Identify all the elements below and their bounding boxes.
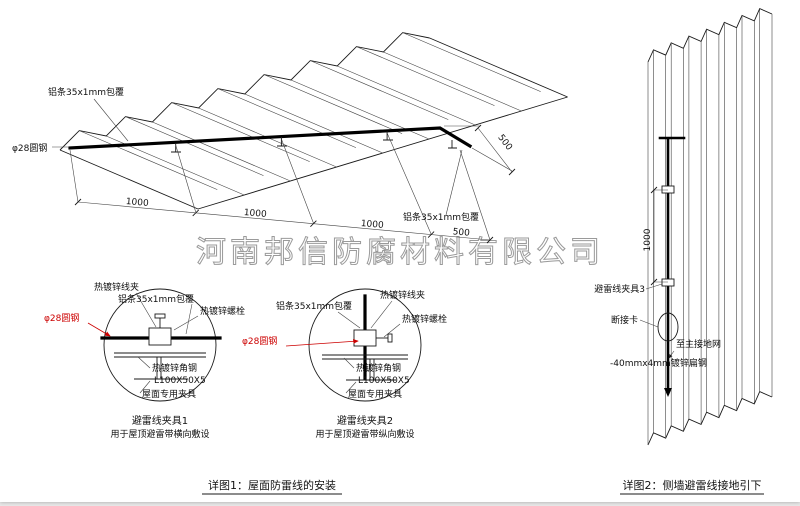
detail2-angle-steel [322,354,408,381]
roof-label-round-steel: φ28圆钢 [12,142,47,154]
wall-corrugation-lines [647,8,773,445]
leader-strip-top [93,98,129,142]
side-dim-ticks [474,124,516,176]
detail1-label-wire-clamp: 热镀锌线夹 [94,281,139,293]
wall-label-to-ground: 至主接地网 [676,338,721,350]
detail2-title: 避雷线夹具2 [337,414,393,427]
leader-strip-right [445,149,463,216]
detail1-leaders [135,292,199,394]
wall-label-disconnect: 断接卡 [611,314,638,326]
detail-circle-1: 热镀锌线夹 铝条35x1mm包覆 热镀锌螺栓 φ28圆钢 热镀锌角钢 L100X… [44,281,245,440]
captions: 详图1：屋面防雷线的安装 详图2：侧墙避雷线接地引下 [202,478,764,495]
leader-to-ground-arrow [668,350,675,359]
dimension-chain-line [77,201,491,241]
roof-label-aluminum-strip-right: 铝条35x1mm包覆 [403,211,479,223]
roof-dim-1000-b: 1000 [243,208,267,220]
detail1-red-leader [87,322,111,337]
wall-label-flat-steel: -40mmx4mm镀锌扁钢 [610,357,707,369]
caption-detail2: 详图2：侧墙避雷线接地引下 [623,478,762,492]
leader-clamp3 [645,283,663,290]
detail1-label-round-steel: φ28圆钢 [44,312,79,324]
detail1-subtitle: 用于屋顶避雷带横向敷设 [110,428,209,440]
detail2-circle-outline [308,288,422,402]
detail2-wire-clamp [353,329,377,347]
detail1-title: 避雷线夹具1 [132,414,188,427]
detail1-label-angle-size: L100X50X5 [154,376,206,386]
detail2-bolt-nut [387,333,393,343]
detail-circle-2: 铝条35x1mm包覆 热镀锌线夹 热镀锌螺栓 φ28圆钢 热镀锌角钢 L100X… [242,288,447,440]
side-dim-lines [444,125,513,173]
detail1-wire-clamp [148,327,172,346]
roof-dim-500: 500 [452,227,470,238]
wall-clamp-lower [661,278,675,287]
detail2-red-leader [285,338,359,347]
wall-down-lead-drawing: 1000 避雷线夹具3 断接卡 至主接地网 -40mmx4mm镀锌扁钢 [594,8,773,446]
conductor-support-brackets [171,131,457,153]
detail1-label-roof-clamp: 屋面专用夹具 [142,388,196,400]
caption-detail1: 详图1：屋面防雷线的安装 [208,478,336,492]
detail2-label-angle-size: L100X50X5 [358,376,410,386]
detail1-angle-steel [114,352,206,380]
wall-clamp-upper [661,185,675,194]
wall-dim-1000: 1000 [643,228,653,251]
roof-dim-1000-a: 1000 [125,197,149,209]
detail2-label-wire-clamp: 热镀锌线夹 [380,289,425,301]
detail2-label-bolt: 热镀锌螺栓 [402,313,447,325]
roof-corrugation-lines [79,32,541,196]
wall-dim-lines [653,189,668,283]
roof-lightning-conductor [68,126,473,150]
roof-dim-1000-c: 1000 [360,219,384,231]
detail2-label-angle-steel: 热镀锌角钢 [356,362,401,374]
wall-label-clamp3: 避雷线夹具3 [594,283,645,295]
detail1-label-bolt: 热镀锌螺栓 [200,305,245,317]
detail1-circle-outline [103,288,217,402]
wall-dim-ticks [650,186,658,286]
roof-dim-side-500: 500 [495,133,514,153]
company-watermark: 河南邦信防腐材料有限公司 [196,235,604,270]
roof-isometric-drawing: 1000 1000 1000 500 500 铝条35x1mm包覆 φ28圆钢 … [12,32,568,244]
roof-label-aluminum-strip-top: 铝条35x1mm包覆 [48,86,124,98]
detail2-leaders [337,300,401,394]
conductor-down-arrow [664,388,672,397]
dimension-ticks [74,198,494,244]
detail1-bolt-nut [154,313,166,319]
wall-down-conductor [658,136,686,390]
wall-profile-edges [647,8,773,446]
detail2-label-roof-clamp: 屋面专用夹具 [348,388,402,400]
detail1-label-angle-steel: 热镀锌角钢 [152,362,197,374]
detail1-label-strip: 铝条35x1mm包覆 [118,293,194,305]
detail2-subtitle: 用于屋顶避雷带纵向敷设 [315,428,414,440]
leader-disconnect [639,319,659,328]
detail2-label-strip: 铝条35x1mm包覆 [276,300,352,312]
dimension-extension-lines [69,132,491,241]
detail2-label-round-steel: φ28圆钢 [242,335,277,347]
